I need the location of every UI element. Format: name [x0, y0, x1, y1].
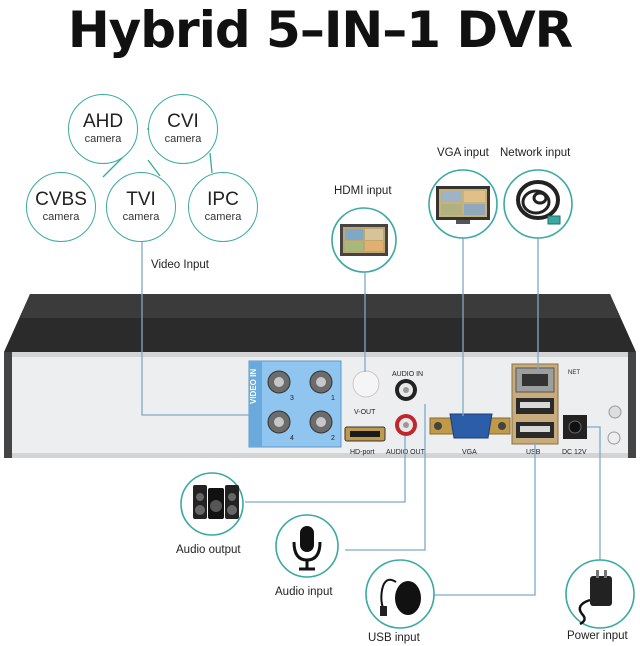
camera-name: TVI: [126, 189, 156, 210]
v-out-label: V-OUT: [354, 409, 376, 416]
camera-name: IPC: [207, 189, 239, 210]
vga-monitor-icon: [436, 186, 490, 224]
rca-ports: [395, 379, 417, 436]
hd-port-label: HD-port: [350, 449, 375, 456]
camera-sub: camera: [164, 133, 202, 145]
ahd-camera-circle: AHD camera: [68, 94, 138, 164]
camera-name: CVI: [167, 111, 199, 132]
video-input-label: Video Input: [151, 259, 209, 271]
audio-input-label: Audio input: [275, 586, 333, 598]
ch1-label: 1: [331, 395, 335, 402]
network-cable-icon: [516, 180, 561, 225]
video-in-label: VIDEO IN: [249, 369, 258, 404]
camera-name: CVBS: [35, 189, 87, 210]
camera-name: AHD: [82, 111, 124, 132]
ground-screw: [608, 405, 622, 419]
dc-label: DC 12V: [562, 449, 587, 456]
vga-input-label: VGA input: [437, 147, 489, 159]
camera-sub: camera: [84, 133, 122, 145]
ipc-camera-circle: IPC camera: [188, 172, 258, 242]
usb-input-label: USB input: [368, 632, 420, 644]
power-input-label: Power input: [567, 630, 628, 642]
page-title: Hybrid 5–IN–1 DVR: [67, 1, 573, 59]
ch2-label: 2: [331, 435, 335, 442]
ch4-label: 4: [290, 435, 294, 442]
cvi-camera-circle: CVI camera: [148, 94, 218, 164]
camera-sub: camera: [122, 211, 160, 223]
audio-output-label: Audio output: [176, 544, 241, 556]
power-adapter-icon: [578, 570, 612, 626]
audio-in-label: AUDIO IN: [392, 371, 423, 378]
connection-lines: [141, 236, 601, 596]
tvi-camera-circle: TVI camera: [106, 172, 176, 242]
net-label: NET: [568, 370, 580, 376]
usb-label: USB: [526, 449, 541, 456]
monitor-icon: [340, 224, 388, 256]
mouse-icon: [380, 578, 421, 616]
v-out-port: [352, 370, 380, 398]
microphone-icon: [292, 526, 322, 571]
network-input-label: Network input: [500, 147, 571, 159]
vga-label: VGA: [462, 449, 477, 456]
audio-out-label: AUDIO OUT: [386, 449, 426, 456]
camera-sub: camera: [42, 211, 80, 223]
hdmi-input-label: HDMI input: [334, 185, 392, 197]
net-usb-ports: [511, 363, 559, 445]
bnc-block: [248, 360, 342, 448]
speaker-icon: [193, 485, 239, 519]
cvbs-camera-circle: CVBS camera: [26, 172, 96, 242]
ch3-label: 3: [290, 395, 294, 402]
camera-sub: camera: [204, 211, 242, 223]
vga-port: [429, 413, 511, 439]
